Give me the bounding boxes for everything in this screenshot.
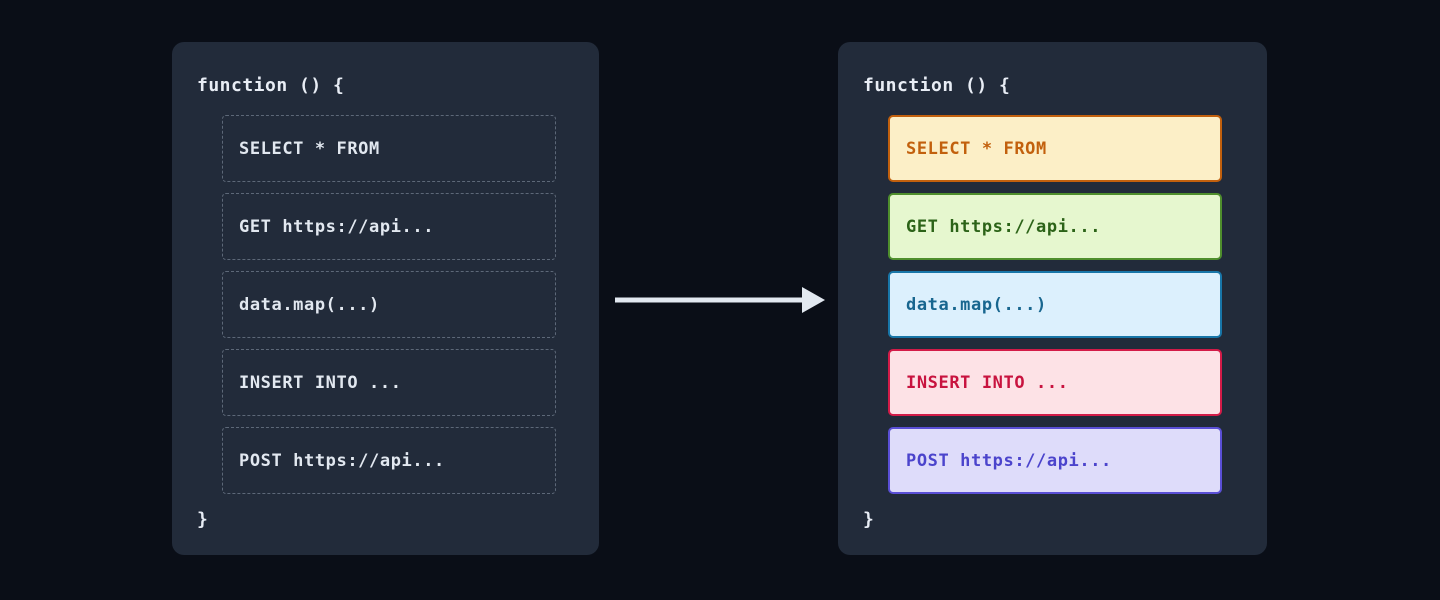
code-statement-list-before: SELECT * FROM GET https://api... data.map(… bbox=[222, 115, 556, 494]
classified-code-panel: function () { SELECT * FROM GET https://a… bbox=[838, 42, 1267, 555]
row-select[interactable]: SELECT * FROM bbox=[888, 115, 1222, 182]
row-map[interactable]: data.map(...) bbox=[222, 271, 556, 338]
function-header-after: function () { bbox=[863, 75, 1011, 96]
row-select[interactable]: SELECT * FROM bbox=[222, 115, 556, 182]
row-post[interactable]: POST https://api... bbox=[888, 427, 1222, 494]
row-get[interactable]: GET https://api... bbox=[222, 193, 556, 260]
row-post[interactable]: POST https://api... bbox=[222, 427, 556, 494]
row-insert[interactable]: INSERT INTO ... bbox=[222, 349, 556, 416]
row-insert[interactable]: INSERT INTO ... bbox=[888, 349, 1222, 416]
unclassified-code-panel: function () { SELECT * FROM GET https://a… bbox=[172, 42, 599, 555]
row-get[interactable]: GET https://api... bbox=[888, 193, 1222, 260]
transform-arrow bbox=[612, 282, 828, 318]
arrow-icon bbox=[615, 287, 825, 313]
code-statement-list-after: SELECT * FROM GET https://api... data.map(… bbox=[888, 115, 1222, 494]
function-footer-before: } bbox=[197, 509, 209, 530]
row-map[interactable]: data.map(...) bbox=[888, 271, 1222, 338]
function-footer-after: } bbox=[863, 509, 875, 530]
function-header-before: function () { bbox=[197, 75, 345, 96]
